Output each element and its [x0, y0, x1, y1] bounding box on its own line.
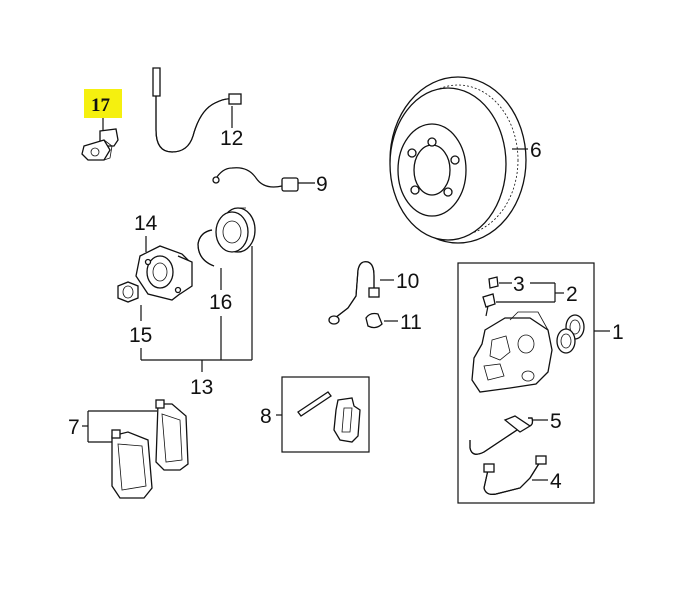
label-5[interactable]: 5 — [550, 410, 562, 433]
part-12-brake-hose[interactable] — [152, 67, 242, 153]
label-13[interactable]: 13 — [190, 376, 213, 399]
label-7[interactable]: 7 — [68, 416, 80, 439]
part-15-nut[interactable] — [117, 281, 139, 303]
part-3-bolts[interactable] — [482, 276, 499, 317]
label-15[interactable]: 15 — [129, 324, 152, 347]
label-1[interactable]: 1 — [612, 321, 624, 344]
bracket-7 — [82, 410, 157, 443]
part-8-hardware[interactable] — [297, 391, 361, 443]
label-4[interactable]: 4 — [550, 470, 562, 493]
label-11[interactable]: 11 — [400, 311, 422, 334]
part-2-seals[interactable] — [556, 314, 585, 354]
label-12[interactable]: 12 — [220, 127, 243, 150]
caliper-body[interactable] — [471, 311, 553, 393]
label-3[interactable]: 3 — [513, 273, 525, 296]
part-7-brake-pads[interactable] — [111, 399, 189, 499]
label-6[interactable]: 6 — [530, 139, 542, 162]
label-16[interactable]: 16 — [209, 291, 232, 314]
label-17[interactable]: 17 — [91, 95, 111, 116]
bracket-2 — [496, 282, 564, 303]
label-9[interactable]: 9 — [316, 173, 328, 196]
part-9-sensor-wire[interactable] — [212, 167, 299, 192]
bracket-13 — [140, 246, 253, 372]
part-17-sensor[interactable] — [81, 128, 119, 161]
label-10[interactable]: 10 — [396, 270, 419, 293]
part-17-highlight — [84, 89, 122, 118]
part-6-brake-rotor[interactable] — [389, 76, 527, 244]
part-5-spring-clip[interactable] — [469, 415, 534, 455]
part-16-snap-ring[interactable] — [197, 229, 215, 267]
label-8[interactable]: 8 — [260, 405, 272, 428]
label-14[interactable]: 14 — [134, 212, 158, 235]
caliper-assembly-box — [457, 262, 595, 504]
part-11-clip[interactable] — [365, 312, 383, 329]
part-14-hub[interactable] — [135, 245, 193, 301]
part-4-brake-pipe[interactable] — [483, 455, 547, 495]
label-2[interactable]: 2 — [566, 283, 578, 306]
part-13-bearing[interactable] — [215, 207, 256, 253]
part-10-brake-line[interactable] — [328, 261, 380, 325]
